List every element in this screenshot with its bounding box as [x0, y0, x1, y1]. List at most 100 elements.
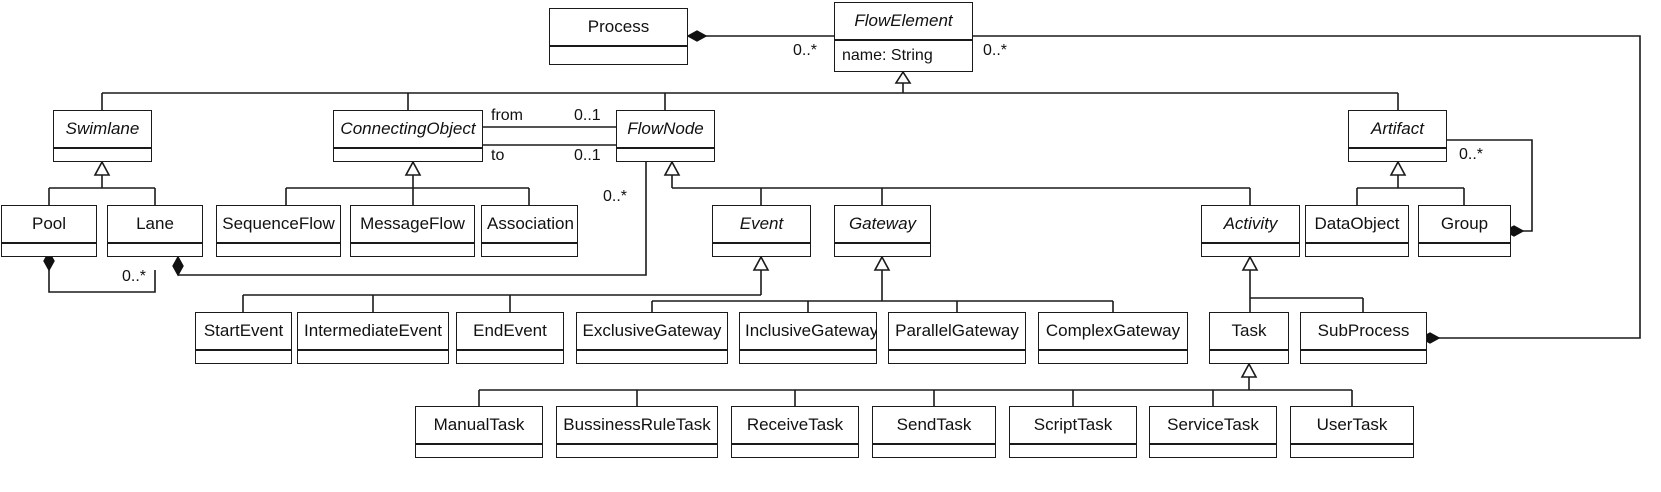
multiplicity-label-pool-lane: 0..*	[122, 268, 147, 285]
class-name-complexgateway: ComplexGateway	[1045, 321, 1181, 340]
class-attributes-messageflow	[351, 244, 474, 258]
multiplicity-label-process-flowelement: 0..*	[793, 42, 818, 59]
class-name-connectingobject: ConnectingObject	[340, 119, 476, 138]
class-box-dataobject[interactable]: DataObject	[1305, 205, 1409, 257]
class-attributes-parallelgateway	[889, 351, 1025, 365]
class-attributes-association	[482, 244, 577, 258]
class-box-artifact[interactable]: Artifact	[1348, 110, 1447, 162]
class-name-scripttask: ScriptTask	[1033, 415, 1113, 434]
edge-generalization-artifact-bus	[1356, 160, 1465, 205]
class-box-activity[interactable]: Activity	[1201, 205, 1300, 257]
class-attributes-artifact	[1349, 149, 1446, 163]
edge-generalization-gateway-bus	[651, 255, 1114, 312]
class-attributes-intermediateevent	[298, 351, 448, 365]
class-name-task: Task	[1231, 321, 1267, 340]
class-name-exclusivegateway: ExclusiveGateway	[582, 321, 722, 340]
class-box-servicetask[interactable]: ServiceTask	[1149, 406, 1277, 458]
class-box-gateway[interactable]: Gateway	[834, 205, 931, 257]
class-separator	[1291, 443, 1413, 445]
class-box-startevent[interactable]: StartEvent	[195, 312, 292, 364]
class-box-task[interactable]: Task	[1209, 312, 1289, 364]
class-attributes-flowelement: name: String	[842, 46, 933, 64]
class-attributes-scripttask	[1010, 445, 1136, 459]
class-box-complexgateway[interactable]: ComplexGateway	[1038, 312, 1188, 364]
class-separator	[334, 147, 482, 149]
class-attributes-activity	[1202, 244, 1299, 258]
class-box-process[interactable]: Process	[549, 8, 688, 65]
class-box-exclusivegateway[interactable]: ExclusiveGateway	[576, 312, 728, 364]
class-separator	[873, 443, 995, 445]
class-separator	[889, 349, 1025, 351]
class-box-usertask[interactable]: UserTask	[1290, 406, 1414, 458]
class-name-usertask: UserTask	[1316, 415, 1388, 434]
class-separator	[196, 349, 291, 351]
class-separator	[1301, 349, 1426, 351]
class-box-sequenceflow[interactable]: SequenceFlow	[216, 205, 341, 257]
class-name-parallelgateway: ParallelGateway	[895, 321, 1019, 340]
class-name-event: Event	[739, 214, 784, 233]
class-box-manualtask[interactable]: ManualTask	[415, 406, 543, 458]
class-box-messageflow[interactable]: MessageFlow	[350, 205, 475, 257]
edge-generalization-event-bus	[242, 255, 770, 312]
class-box-group[interactable]: Group	[1418, 205, 1511, 257]
class-name-sequenceflow: SequenceFlow	[222, 214, 335, 233]
class-box-subprocess[interactable]: SubProcess	[1300, 312, 1427, 364]
class-box-scripttask[interactable]: ScriptTask	[1009, 406, 1137, 458]
class-name-manualtask: ManualTask	[433, 415, 525, 434]
class-name-receivetask: ReceiveTask	[746, 415, 844, 434]
role-label-to: to	[491, 147, 505, 164]
class-name-group: Group	[1440, 214, 1489, 233]
class-attributes-connectingobject	[334, 149, 482, 163]
class-box-flowelement[interactable]: FlowElement name: String	[834, 2, 973, 72]
class-box-association[interactable]: Association	[481, 205, 578, 257]
class-box-endevent[interactable]: EndEvent	[456, 312, 564, 364]
class-box-parallelgateway[interactable]: ParallelGateway	[888, 312, 1026, 364]
class-box-connectingobject[interactable]: ConnectingObject	[333, 110, 483, 162]
class-box-lane[interactable]: Lane	[107, 205, 203, 257]
edge-generalization-flownode-bus	[663, 160, 1251, 205]
class-box-intermediateevent[interactable]: IntermediateEvent	[297, 312, 449, 364]
class-separator	[550, 45, 687, 47]
class-name-gateway: Gateway	[848, 214, 917, 233]
class-name-activity: Activity	[1223, 214, 1278, 233]
class-attributes-bussinessruletask	[557, 445, 717, 459]
class-attributes-servicetask	[1150, 445, 1276, 459]
class-name-association: Association	[487, 214, 574, 233]
class-box-pool[interactable]: Pool	[1, 205, 97, 257]
multiplicity-label-artifact-group: 0..*	[1459, 146, 1484, 163]
class-separator	[577, 349, 727, 351]
class-attributes-sequenceflow	[217, 244, 340, 258]
role-label-from: from	[491, 107, 523, 124]
class-separator	[740, 349, 876, 351]
class-separator	[835, 242, 930, 244]
class-name-servicetask: ServiceTask	[1167, 415, 1259, 434]
class-box-bussinessruletask[interactable]: BussinessRuleTask	[556, 406, 718, 458]
class-separator	[298, 349, 448, 351]
class-box-flownode[interactable]: FlowNode	[616, 110, 715, 162]
class-attributes-gateway	[835, 244, 930, 258]
class-separator	[835, 39, 972, 41]
class-attributes-task	[1210, 351, 1288, 365]
class-attributes-flownode	[617, 149, 714, 163]
class-attributes-event	[713, 244, 810, 258]
class-separator	[416, 443, 542, 445]
multiplicity-label-from: 0..1	[574, 107, 601, 124]
class-box-receivetask[interactable]: ReceiveTask	[731, 406, 859, 458]
class-box-sendtask[interactable]: SendTask	[872, 406, 996, 458]
class-attributes-sendtask	[873, 445, 995, 459]
class-box-inclusivegateway[interactable]: InclusiveGateway	[739, 312, 877, 364]
edge-generalization-swimlane-bus	[48, 160, 156, 205]
class-separator	[108, 242, 202, 244]
class-separator	[54, 147, 151, 149]
class-name-bussinessruletask: BussinessRuleTask	[563, 415, 711, 434]
class-box-event[interactable]: Event	[712, 205, 811, 257]
class-attributes-dataobject	[1306, 244, 1408, 258]
class-name-sendtask: SendTask	[896, 415, 972, 434]
class-name-flownode: FlowNode	[627, 119, 704, 138]
class-box-swimlane[interactable]: Swimlane	[53, 110, 152, 162]
class-name-lane: Lane	[136, 214, 174, 233]
edge-generalization-task-bus	[478, 362, 1353, 406]
class-name-intermediateevent: IntermediateEvent	[304, 321, 442, 340]
class-name-swimlane: Swimlane	[65, 119, 140, 138]
